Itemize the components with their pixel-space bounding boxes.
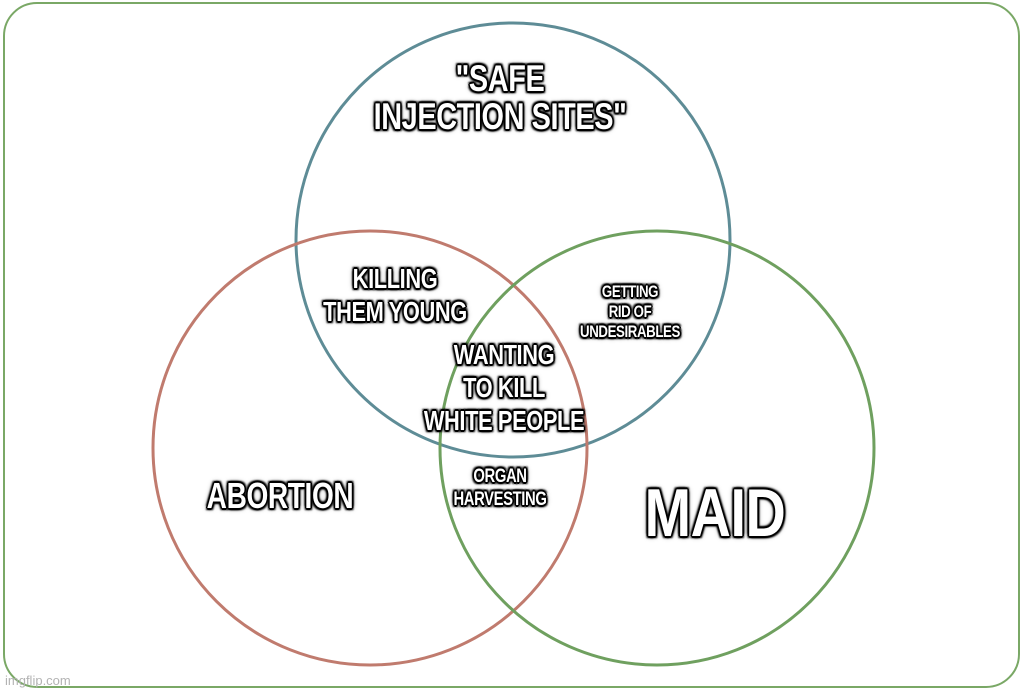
right-circle: [438, 229, 876, 667]
rounded-frame: [3, 2, 1020, 688]
top-circle: [294, 21, 732, 459]
left-right-intersection-label: ORGAN HARVESTING: [453, 466, 547, 510]
left-set-label: ABORTION: [206, 475, 354, 516]
center-intersection-label: WANTING TO KILL WHITE PEOPLE: [423, 339, 585, 436]
watermark: imgflip.com: [5, 673, 71, 688]
right-set-label: MAID: [644, 475, 786, 551]
left-circle: [151, 229, 589, 667]
top-left-intersection-label: KILLING THEM YOUNG: [323, 263, 467, 327]
top-right-intersection-label: GETTING RID OF UNDESIRABLES: [580, 282, 680, 341]
top-set-label: "SAFE INJECTION SITES": [373, 58, 627, 137]
